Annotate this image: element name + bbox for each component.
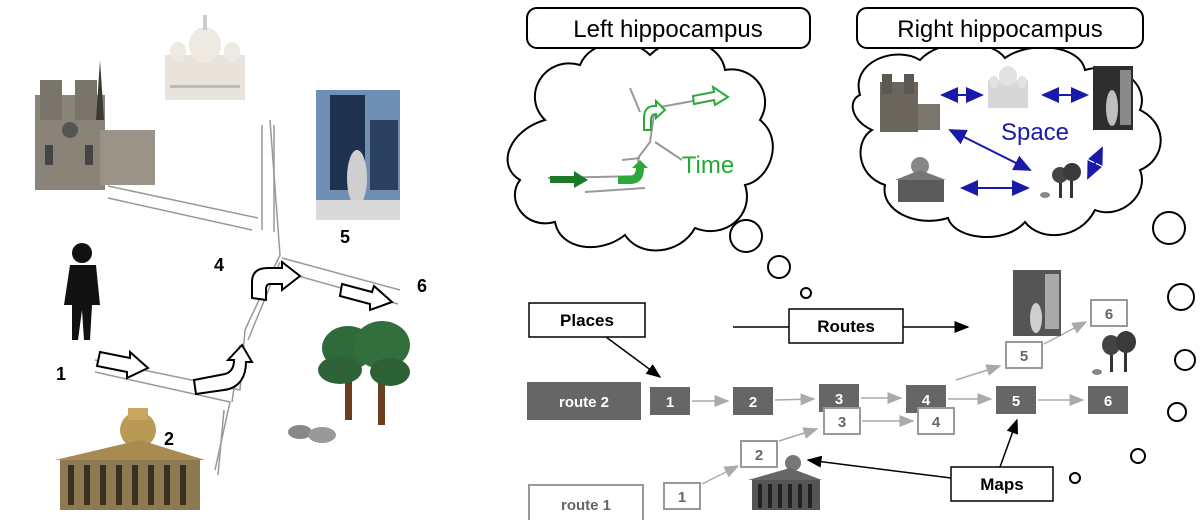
route1-node-1-label: 1 xyxy=(678,489,686,506)
walk-arrows xyxy=(95,259,394,396)
routes-schematic: Places Routes Maps route 2 1 2 3 4 5 6 xyxy=(527,270,1136,520)
walk-arrow-3 xyxy=(251,259,302,302)
thought-dot-medium xyxy=(767,255,791,279)
route1-label-box xyxy=(528,484,644,520)
left-hippocampus-cloud: Left hippocampus Time xyxy=(506,7,812,299)
space-label: Space xyxy=(1001,119,1069,146)
route2-nodes: 1 2 3 4 5 6 xyxy=(650,384,1128,415)
right-hippocampus-title: Right hippocampus xyxy=(897,16,1102,43)
route2-label-box xyxy=(527,382,641,420)
route2-node-2-label: 2 xyxy=(749,394,757,411)
thought-dot-large xyxy=(729,219,763,253)
sacre-coeur-icon xyxy=(165,15,245,100)
mini-notre-dame-icon xyxy=(880,74,940,132)
walk-arrow-2 xyxy=(192,343,254,396)
space-arrows xyxy=(940,87,1103,196)
route2-node-1-label: 1 xyxy=(666,394,674,411)
thought-dot-r4 xyxy=(1167,402,1187,422)
thought-dot-small xyxy=(800,287,812,299)
waypoint-1: 1 xyxy=(56,364,66,384)
notre-dame-icon xyxy=(35,60,155,190)
route2-node-1 xyxy=(650,387,690,415)
time-arrow-2 xyxy=(618,160,648,184)
route1-node-2-label: 2 xyxy=(755,447,763,464)
mini-sculpture-icon xyxy=(1093,66,1133,130)
route2-links xyxy=(692,392,1085,407)
waypoint-2: 2 xyxy=(164,429,174,449)
route1-node-6 xyxy=(1090,299,1128,327)
time-arrows xyxy=(550,84,730,188)
route1-node-5-label: 5 xyxy=(1020,348,1028,365)
thought-dot-r6 xyxy=(1069,472,1081,484)
route2-node-2 xyxy=(733,387,773,415)
schematic-trees-icon xyxy=(1092,331,1136,375)
routes-label: Routes xyxy=(817,317,875,336)
route1-node-4-label: 4 xyxy=(932,414,941,431)
space-arrow-nd-trees xyxy=(948,129,1032,171)
route2-node-4-label: 4 xyxy=(922,392,931,409)
trees-icon xyxy=(288,321,410,443)
left-hippocampus-title: Left hippocampus xyxy=(573,16,762,43)
waypoint-6: 6 xyxy=(417,276,427,296)
routes-box xyxy=(788,308,904,344)
schematic-pantheon-icon xyxy=(748,455,822,510)
mini-sacre-coeur-icon xyxy=(988,66,1028,108)
waypoint-4: 4 xyxy=(214,255,224,275)
walk-arrow-4 xyxy=(338,282,394,312)
route1-label: route 1 xyxy=(561,497,611,514)
route2-node-6-label: 6 xyxy=(1104,393,1112,410)
route1-node-6-label: 6 xyxy=(1105,306,1113,323)
route1-node-1 xyxy=(663,482,701,510)
streets xyxy=(94,119,401,476)
right-hippocampus-cloud: Right hippocampus xyxy=(851,7,1196,484)
route2-node-3-label: 3 xyxy=(835,391,843,408)
space-arrow-trees-sculpture xyxy=(1087,146,1103,180)
waypoint-5: 5 xyxy=(340,227,350,247)
thought-dot-r2 xyxy=(1167,283,1195,311)
time-arrow-1 xyxy=(550,171,588,188)
time-label: Time xyxy=(682,152,734,179)
places-label: Places xyxy=(560,311,614,330)
modern-building-icon xyxy=(316,90,400,220)
route1-links xyxy=(701,321,1088,485)
mini-trees-icon xyxy=(1040,163,1081,198)
route1-node-2 xyxy=(740,440,778,468)
route1-node-3-label: 3 xyxy=(838,414,846,431)
route1-node-4 xyxy=(917,407,955,435)
route1-node-5 xyxy=(1005,341,1043,369)
maps-label: Maps xyxy=(980,475,1023,494)
route2-node-5-label: 5 xyxy=(1012,393,1020,410)
thought-dot-r1 xyxy=(1152,211,1186,245)
mini-pantheon-icon xyxy=(895,157,946,202)
route2-node-6 xyxy=(1088,386,1128,414)
route2-node-5 xyxy=(996,386,1036,414)
time-arrow-4 xyxy=(691,84,730,107)
route2-label: route 2 xyxy=(559,394,609,411)
walk-arrow-1 xyxy=(95,349,150,380)
thought-dot-r5 xyxy=(1130,448,1146,464)
time-arrow-3 xyxy=(643,98,667,131)
person-icon xyxy=(64,243,100,340)
route1-node-3 xyxy=(823,407,861,435)
city-walk-panel: 1 2 4 5 6 xyxy=(35,15,427,510)
schematic-sculpture-photo xyxy=(1013,270,1061,336)
route1-nodes: 1 2 3 4 5 6 xyxy=(663,299,1128,510)
places-box xyxy=(528,302,646,338)
maps-box xyxy=(950,466,1054,502)
thought-dot-r3 xyxy=(1174,349,1196,371)
pantheon-icon xyxy=(55,408,205,510)
